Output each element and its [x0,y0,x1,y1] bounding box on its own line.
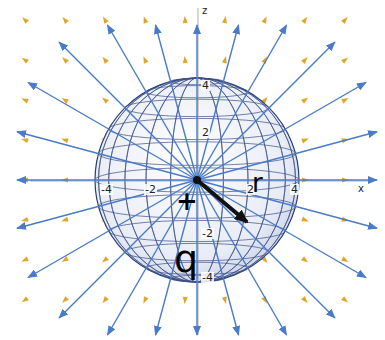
field-arrow [103,296,109,303]
field-arrow [21,256,28,261]
field-arrow [262,16,267,23]
field-arrow [103,17,109,24]
field-arrow [61,217,68,222]
field-line [197,180,335,318]
tick-label: 4 [290,184,299,195]
field-arrow [341,57,348,63]
field-arrow [102,256,109,262]
tick-label: -4 [201,272,214,283]
field-arrow [301,98,308,104]
field-arrow [62,17,68,24]
field-lines [17,25,377,335]
field-line [156,25,198,180]
field-line [197,83,366,181]
field-line [197,179,377,180]
field-arrow [222,297,227,304]
charge-sign: + [176,188,198,214]
z-axis [198,8,199,335]
field-line [197,42,335,180]
field-line [197,180,366,278]
field-arrow [143,56,148,63]
field-arrow [222,56,227,63]
field-arrow [341,17,348,24]
field-line [108,25,198,180]
field-arrow [143,296,148,303]
field-arrow [22,17,29,24]
field-line [197,25,239,180]
axis-name: z [201,6,208,16]
field-line [59,42,197,180]
field-arrow [144,16,149,23]
vector-field [21,16,349,304]
tick-label: -2 [144,184,157,195]
field-arrow [22,296,29,302]
field-arrow [62,296,69,303]
field-arrow [183,16,188,23]
field-line [28,83,197,181]
field-arrow [301,296,308,303]
field-arrow [21,217,28,222]
field-line [17,132,197,180]
field-arrow [301,217,308,222]
tick-label: -2 [201,228,214,239]
field-arrow [301,57,308,64]
field-arrow [341,296,348,302]
field-line [197,180,377,228]
field-arrow [341,256,348,262]
field-arrow [301,17,307,24]
point-charge [193,176,201,184]
field-arrow [341,98,348,104]
charge-label: q [174,240,198,278]
radius-vector [197,180,247,222]
field-arrow [22,58,29,64]
field-arrow [301,139,308,144]
field-line [197,25,287,180]
field-arrow [301,256,308,262]
field-arrow [61,138,68,143]
field-arrow [21,138,28,143]
tick-label: 2 [201,127,210,138]
field-line [17,180,197,228]
field-line [17,179,197,180]
field-arrow [62,57,69,64]
tick-label: -4 [100,184,113,195]
field-line [197,180,239,335]
tick-label: 4 [201,80,210,91]
field-arrow [183,56,188,63]
field-arrow [103,57,109,64]
radius-label: r [252,170,263,196]
field-line [28,180,197,278]
field-line [197,132,377,180]
field-arrow [102,97,109,103]
field-arrow [183,297,188,304]
axis-name: x [357,184,365,194]
field-line [197,180,287,335]
field-arrow [222,16,227,23]
field-line [196,25,197,180]
field-arrow [21,98,28,103]
